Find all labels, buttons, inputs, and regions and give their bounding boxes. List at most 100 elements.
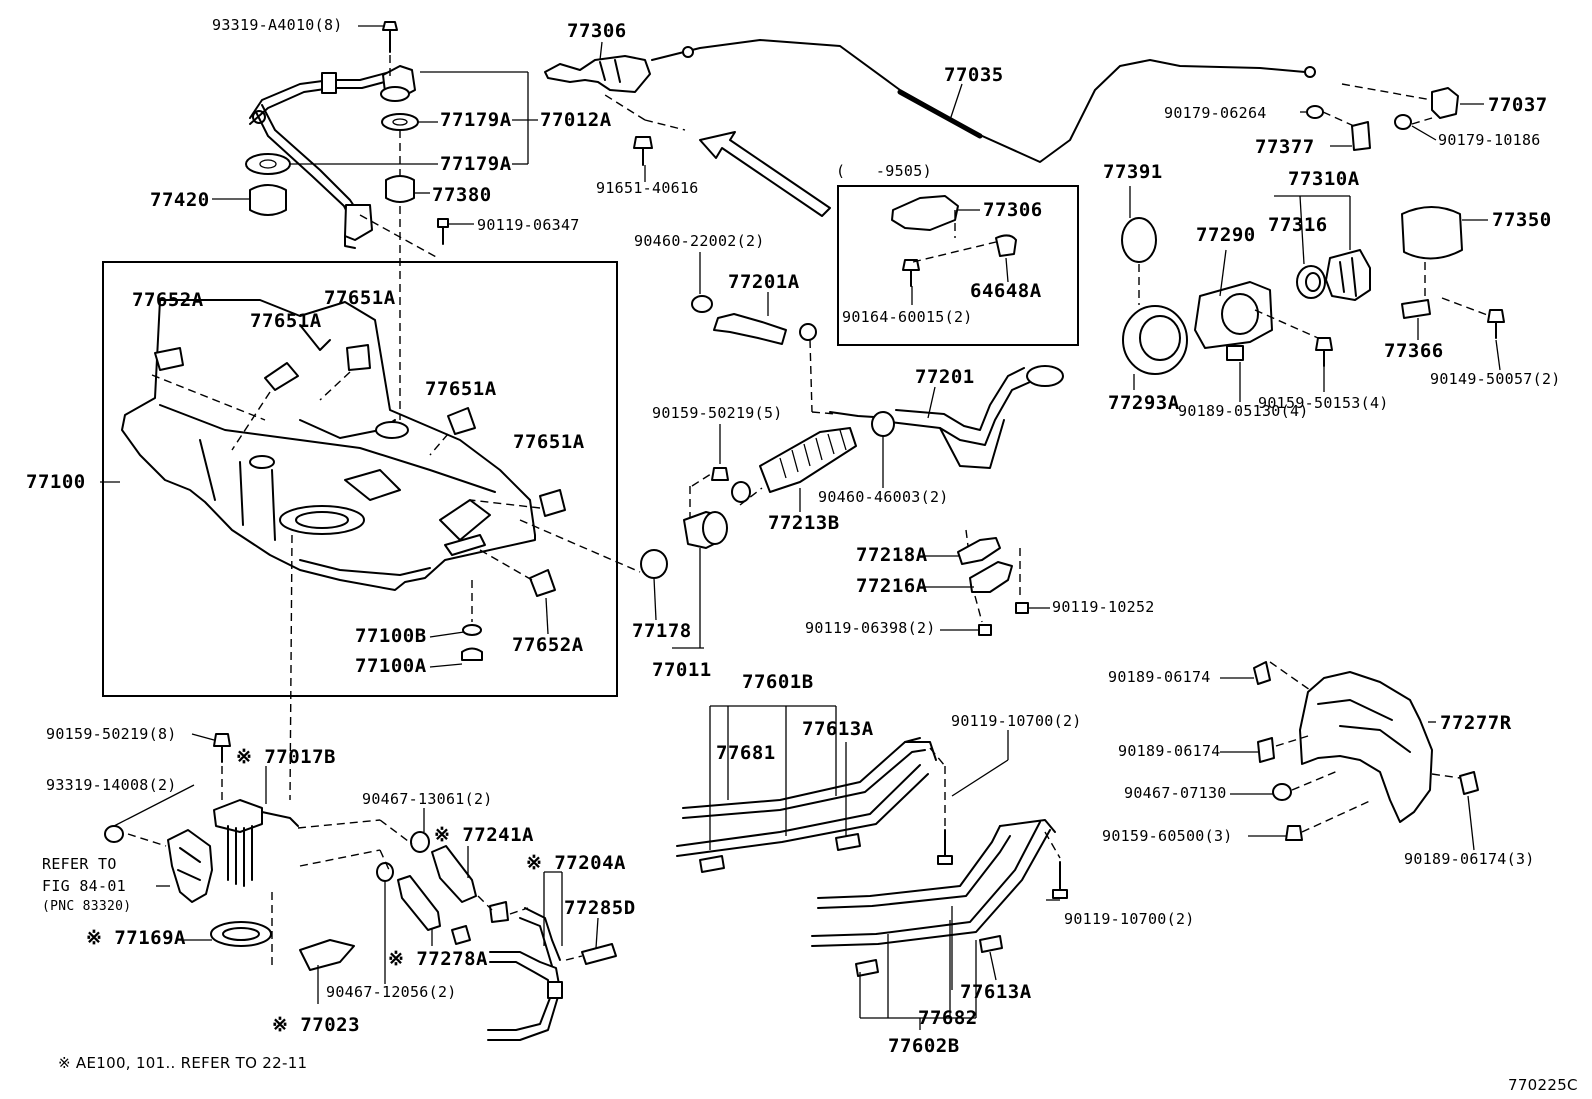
- hose-77201A: [713, 313, 787, 345]
- label-77201A: 77201A: [728, 271, 800, 293]
- label-77017B: ※ 77017B: [236, 746, 336, 768]
- label-90119-10700-1: 90119-10700(2): [951, 712, 1082, 730]
- fuel-tank-frame: [102, 261, 618, 697]
- label-90189-06174-2: 90189-06174: [1118, 742, 1221, 760]
- bolt-93319-14008: [104, 825, 124, 843]
- clip-90467-07130: [1272, 783, 1292, 801]
- cable-77035-casing: [897, 89, 983, 139]
- label-90460-46003: 90460-46003(2): [818, 488, 949, 506]
- clamp-small: [731, 481, 751, 503]
- bolt-90119-06347: [437, 218, 449, 245]
- label-77213B: 77213B: [768, 512, 840, 534]
- filler-hose-77213B: [759, 427, 857, 493]
- fuel-pump-assembly: [213, 799, 299, 887]
- clip-lower-1: [489, 901, 509, 923]
- label-77652A-top: 77652A: [132, 289, 204, 311]
- label-90467-13061: 90467-13061(2): [362, 790, 493, 808]
- lever-inset-frame: [837, 185, 1079, 346]
- label-77391: 77391: [1103, 161, 1163, 183]
- clip-90189-05130: [1226, 345, 1244, 361]
- label-77218A: 77218A: [856, 544, 928, 566]
- label-77178: 77178: [632, 620, 692, 642]
- pad-77651A-far: [539, 489, 566, 517]
- label-refer-fig: FIG 84-01: [42, 877, 126, 895]
- pad-77652A-top: [154, 347, 184, 371]
- tank-strap-77601B: [676, 737, 937, 857]
- direction-arrow: [699, 131, 831, 217]
- gasket-77179A-1: [381, 113, 419, 131]
- label-77179A-2: 77179A: [440, 153, 512, 175]
- label-77023: ※ 77023: [272, 1014, 361, 1036]
- label-77241A: ※ 77241A: [434, 824, 534, 846]
- fuel-tank-77100: [121, 299, 536, 591]
- label-77100: 77100: [26, 471, 86, 493]
- label-91651-40616: 91651-40616: [596, 179, 699, 197]
- clip-90189-06174-3: [1459, 771, 1479, 795]
- inset-clip-64648A: [995, 234, 1017, 257]
- bolt-90159-50219-8: [213, 733, 231, 763]
- label-90189-05130: 90189-05130(4): [1178, 402, 1309, 420]
- tank-strap-77602B: [811, 819, 1056, 947]
- clip-77377: [1351, 121, 1371, 151]
- label-90189-06174-3: 90189-06174(3): [1404, 850, 1535, 868]
- clip-90189-06174-1: [1253, 661, 1271, 685]
- label-77100B: 77100B: [355, 625, 427, 647]
- gasket-77179A-2-hole: [259, 159, 277, 169]
- label-90164-60015: 90164-60015(2): [842, 308, 973, 326]
- screw-90119-10700-1: [937, 829, 953, 865]
- ring-77316: [1296, 265, 1326, 299]
- filler-neck-77011: [683, 511, 728, 549]
- label-90149-50057: 90149-50057(2): [1430, 370, 1561, 388]
- nut-90179-06264: [1306, 105, 1324, 119]
- clamp-90460-46003: [871, 411, 895, 437]
- cable-end-rear: [1304, 66, 1316, 78]
- screw-90159-60500: [1285, 825, 1303, 841]
- cable-77035: [651, 39, 1306, 163]
- bolt-90119-10252: [1015, 602, 1029, 614]
- nut-90179-10186: [1394, 114, 1412, 130]
- grommet-77100B: [462, 624, 482, 636]
- clip-lower-2: [451, 925, 471, 945]
- label-90159-60500: 90159-60500(3): [1102, 827, 1233, 845]
- pad-77652A-bottom: [529, 569, 556, 597]
- label-77652A-bottom: 77652A: [512, 634, 584, 656]
- label-90467-07130: 90467-07130: [1124, 784, 1227, 802]
- bracket-77216A: [969, 561, 1013, 593]
- gasket-77179A-2: [245, 153, 291, 175]
- cap-77310A: [1325, 249, 1371, 301]
- label-90159-50219-8: 90159-50219(8): [46, 725, 177, 743]
- ring-77169A: [210, 921, 272, 947]
- housing-77290: [1194, 281, 1273, 349]
- label-refer-to: REFER TO: [42, 855, 117, 873]
- screw-90119-10700-2: [1052, 861, 1068, 899]
- label-93319-A4010: 93319-A4010(8): [212, 16, 343, 34]
- label-64648A: 64648A: [970, 280, 1042, 302]
- clip-90189-06174-2: [1257, 737, 1275, 763]
- label-77306-inset: 77306: [983, 199, 1043, 221]
- bracket-77037: [1431, 87, 1459, 119]
- cable-end-front: [682, 46, 694, 58]
- label-77035: 77035: [944, 64, 1004, 86]
- label-77613A-1: 77613A: [802, 718, 874, 740]
- hose-77278A: [397, 875, 441, 931]
- label-90159-50219-5: 90159-50219(5): [652, 404, 783, 422]
- housing-77293A: [1122, 305, 1188, 375]
- bolt-90159-50219-5: [711, 467, 729, 481]
- label-77613A-2: 77613A: [960, 981, 1032, 1003]
- clip-77613A-1b: [699, 855, 725, 873]
- label-77651A-mid: 77651A: [425, 378, 497, 400]
- clamp-90467-13061: [410, 831, 430, 853]
- cap-77100A: [461, 647, 483, 661]
- clamp-90460-22002: [691, 295, 713, 313]
- leader-lines: [100, 25, 1501, 1030]
- gasket-77391: [1121, 217, 1157, 263]
- label-90467-12056: 90467-12056(2): [326, 983, 457, 1001]
- label-77306-top: 77306: [567, 20, 627, 42]
- label-77201: 77201: [915, 366, 975, 388]
- label-77204A: ※ 77204A: [526, 852, 626, 874]
- label-90119-06347: 90119-06347: [477, 216, 580, 234]
- label-90179-06264: 90179-06264: [1164, 104, 1267, 122]
- label-77037: 77037: [1488, 94, 1548, 116]
- clip-77613A-2: [979, 935, 1003, 953]
